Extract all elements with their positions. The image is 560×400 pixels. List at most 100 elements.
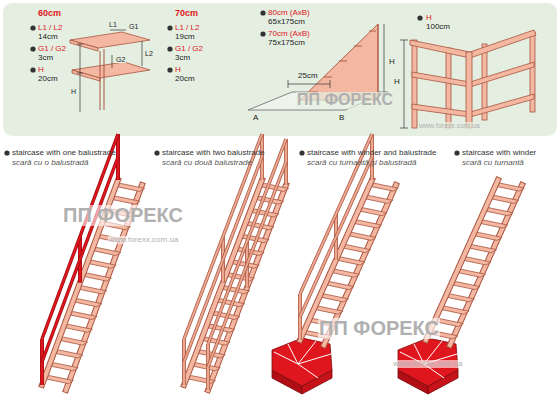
bullet (167, 25, 172, 30)
bullet (4, 150, 9, 155)
handrail (208, 162, 286, 367)
bullet (167, 46, 172, 51)
railing (412, 94, 534, 117)
handrail (300, 157, 372, 317)
tread (468, 245, 497, 253)
winder-step (298, 341, 316, 364)
tread (63, 324, 92, 332)
tread (462, 257, 491, 265)
dimension-line (404, 40, 405, 128)
bullet (299, 150, 304, 155)
callout: B (338, 114, 345, 122)
watermark: www.forexx.com.ua (418, 122, 481, 129)
stringer (426, 180, 498, 340)
dimension-line (112, 55, 113, 68)
tread (186, 376, 215, 384)
dimension-line (77, 44, 83, 45)
tread (445, 294, 474, 302)
stringer (300, 180, 372, 340)
watermark: ПП ФОРЕКС (318, 318, 440, 339)
tread (68, 312, 97, 320)
tread (330, 269, 359, 277)
stringer (300, 180, 372, 340)
staircase (42, 134, 524, 394)
caption: staircase with winder and balustrade (307, 149, 436, 157)
dimension-name: L1 / L2 (175, 24, 199, 32)
stair-outline (378, 24, 379, 100)
caption: staircase with winder (462, 149, 536, 157)
tread (78, 286, 107, 294)
dimension-value: 3cm (38, 54, 53, 62)
caption: staircase with two balustrade (162, 149, 265, 157)
handrail (300, 134, 372, 294)
dimension-value: 3cm (175, 54, 190, 62)
dimension-line (288, 80, 289, 88)
tread (59, 337, 88, 345)
railing (410, 30, 536, 58)
railing (446, 48, 451, 128)
railing (410, 30, 536, 128)
tread (87, 260, 116, 268)
tread (364, 195, 393, 203)
tread (54, 350, 83, 358)
dimension-value: 25cm (297, 72, 319, 80)
size-heading: 80cm (AxB) (268, 9, 310, 17)
dimension-line (400, 40, 408, 41)
dimension-name: H (426, 14, 432, 22)
handrail (208, 139, 286, 344)
handrail (208, 139, 286, 344)
tread (484, 208, 513, 216)
bullet (260, 31, 265, 36)
dimension-value: 75x175cm (268, 39, 305, 47)
tread (479, 220, 508, 228)
tread (325, 282, 354, 290)
dimension-value: 20cm (38, 75, 58, 83)
callout: H (393, 78, 401, 86)
step-detail (104, 49, 105, 110)
tread (49, 363, 78, 371)
watermark: ПП ФОРЕКС (62, 205, 184, 226)
tread (82, 273, 111, 281)
callout: G2 (115, 56, 126, 63)
tread (451, 282, 480, 290)
stair-outline (354, 46, 362, 47)
handrail (208, 162, 286, 367)
dimension-line (330, 80, 331, 88)
spec-panel (3, 3, 557, 136)
tread (319, 294, 348, 302)
stringer (184, 180, 262, 385)
tread (314, 306, 343, 314)
tread (440, 306, 469, 314)
handrail (300, 134, 372, 294)
bullet (30, 67, 35, 72)
railing (466, 52, 472, 128)
tread (353, 220, 382, 228)
caption-translation: scară cu o balustradă (12, 159, 89, 167)
spec-panel (3, 3, 557, 136)
bullet (154, 150, 159, 155)
tread (473, 232, 502, 240)
bullet (417, 15, 422, 20)
dimension-line (400, 128, 408, 129)
callout: L1 (108, 21, 118, 28)
callout: H (388, 58, 396, 66)
tread (44, 376, 73, 384)
dimension-name: H (175, 66, 181, 74)
handrail (42, 157, 118, 362)
winder-step (274, 352, 298, 364)
tread (191, 363, 220, 371)
bullet (4, 10, 459, 155)
dimension-name: G1 / G2 (175, 45, 203, 53)
watermark: www.forexx.com.ua (392, 360, 463, 368)
bullet (260, 10, 265, 15)
tread (336, 257, 365, 265)
tread (92, 247, 121, 255)
dimension-name: L1 / L2 (38, 24, 62, 32)
dimension-line (110, 30, 126, 31)
handrail (300, 157, 372, 317)
stair-outline (300, 24, 378, 100)
tread (342, 245, 371, 253)
stair-outline (369, 31, 376, 32)
